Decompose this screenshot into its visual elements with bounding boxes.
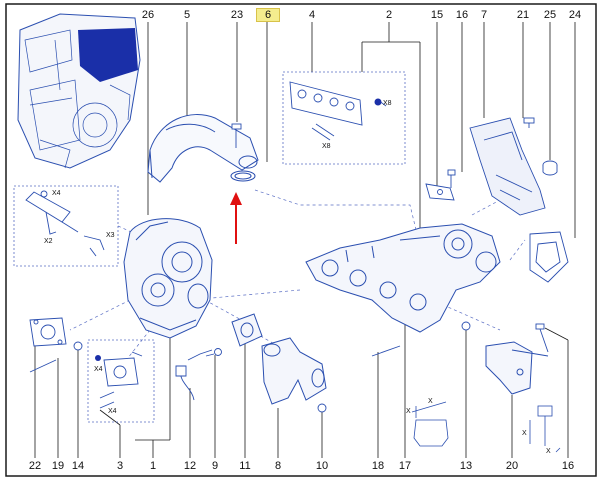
ref-top-26: 26 bbox=[141, 9, 155, 21]
part-13-nut bbox=[461, 321, 471, 331]
detail-sketch-bolt bbox=[529, 405, 561, 453]
part-1-turbocharger bbox=[123, 218, 213, 339]
part-23-bolt bbox=[231, 123, 242, 148]
part-20-bracket bbox=[485, 341, 549, 395]
part-18-stud bbox=[371, 345, 401, 357]
ref-top-15: 15 bbox=[430, 9, 444, 21]
ref-bottom-19: 19 bbox=[51, 460, 65, 472]
part-6-seal-ring bbox=[230, 170, 256, 182]
part-21-screw bbox=[523, 117, 535, 128]
qty-mark-kit-x4-upper: X4 bbox=[94, 366, 103, 373]
part-4-gasket bbox=[289, 81, 387, 141]
part-11-flange bbox=[231, 313, 263, 347]
qty-mark-injector-x4: X4 bbox=[52, 190, 61, 197]
detail-mark-bolt-x-side: X bbox=[522, 430, 527, 437]
ref-top-7: 7 bbox=[480, 9, 488, 21]
part-9-bolt bbox=[205, 348, 222, 357]
ref-bottom-22: 22 bbox=[28, 460, 42, 472]
part-25-cap bbox=[542, 160, 558, 176]
part-12-oil-pipe bbox=[175, 349, 213, 401]
ref-bottom-3: 3 bbox=[116, 460, 124, 472]
ref-bottom-13: 13 bbox=[459, 460, 473, 472]
ref-top-2: 2 bbox=[385, 9, 393, 21]
qty-mark-injector-x3: X3 bbox=[106, 232, 115, 239]
part-26-injector bbox=[25, 190, 105, 257]
ref-top-25: 25 bbox=[543, 9, 557, 21]
part-19-gasket bbox=[29, 317, 67, 347]
ref-top-5: 5 bbox=[183, 9, 191, 21]
detail-mark-bolt-x-bottom: X bbox=[546, 448, 551, 455]
ref-bottom-18: 18 bbox=[371, 460, 385, 472]
ref-bottom-20: 20 bbox=[505, 460, 519, 472]
ref-bottom-12: 12 bbox=[183, 460, 197, 472]
part-14-nut bbox=[73, 341, 83, 351]
ref-bottom-1: 1 bbox=[149, 460, 157, 472]
part-8-elbow bbox=[261, 337, 327, 405]
ref-bottom-14: 14 bbox=[71, 460, 85, 472]
ref-bottom-11: 11 bbox=[239, 460, 251, 472]
bottom-leader-lines bbox=[34, 285, 569, 458]
qty-mark-injector-x2: X2 bbox=[44, 238, 53, 245]
ref-bottom-10: 10 bbox=[315, 460, 329, 472]
part-24-gasket bbox=[529, 231, 569, 283]
detail-mark-nut-x-side: X bbox=[406, 408, 411, 415]
engine-thumbnail bbox=[17, 13, 141, 169]
part-5-intake-pipe bbox=[147, 114, 259, 183]
diagram-frame bbox=[5, 3, 597, 477]
ref-top-21: 21 bbox=[516, 9, 530, 21]
top-leader-lines bbox=[147, 22, 576, 238]
part-15-bracket bbox=[425, 183, 455, 201]
part-10-clip bbox=[317, 403, 327, 413]
ref-bottom-9: 9 bbox=[211, 460, 219, 472]
part-2-manifold-assembly bbox=[305, 223, 501, 333]
detail-mark-nut-x-top: X bbox=[428, 398, 433, 405]
red-pointer-arrow bbox=[230, 192, 242, 244]
ref-bottom-8: 8 bbox=[274, 460, 282, 472]
part-7-heat-shield bbox=[469, 117, 546, 216]
ref-top-24: 24 bbox=[568, 9, 582, 21]
detail-sketch-nut bbox=[411, 401, 449, 447]
ref-top-6-highlighted: 6 bbox=[256, 8, 280, 22]
group-box-3 bbox=[87, 339, 155, 423]
ref-top-23: 23 bbox=[230, 9, 244, 21]
qty-mark-gasket-nut-x8: X8 bbox=[383, 100, 392, 107]
ref-top-4: 4 bbox=[308, 9, 316, 21]
qty-mark-gasket-stud-x8: X8 bbox=[322, 143, 331, 150]
ref-bottom-17: 17 bbox=[398, 460, 412, 472]
part-16-bolt-bottom bbox=[535, 323, 549, 353]
part-16-bolt-top bbox=[447, 169, 456, 188]
ref-bottom-16: 16 bbox=[561, 460, 575, 472]
ref-top-16: 16 bbox=[455, 9, 469, 21]
group-box-4 bbox=[282, 71, 406, 165]
part-3-gasket-kit bbox=[95, 351, 143, 409]
part-22-stud bbox=[29, 359, 57, 373]
qty-mark-kit-x4-lower: X4 bbox=[108, 408, 117, 415]
